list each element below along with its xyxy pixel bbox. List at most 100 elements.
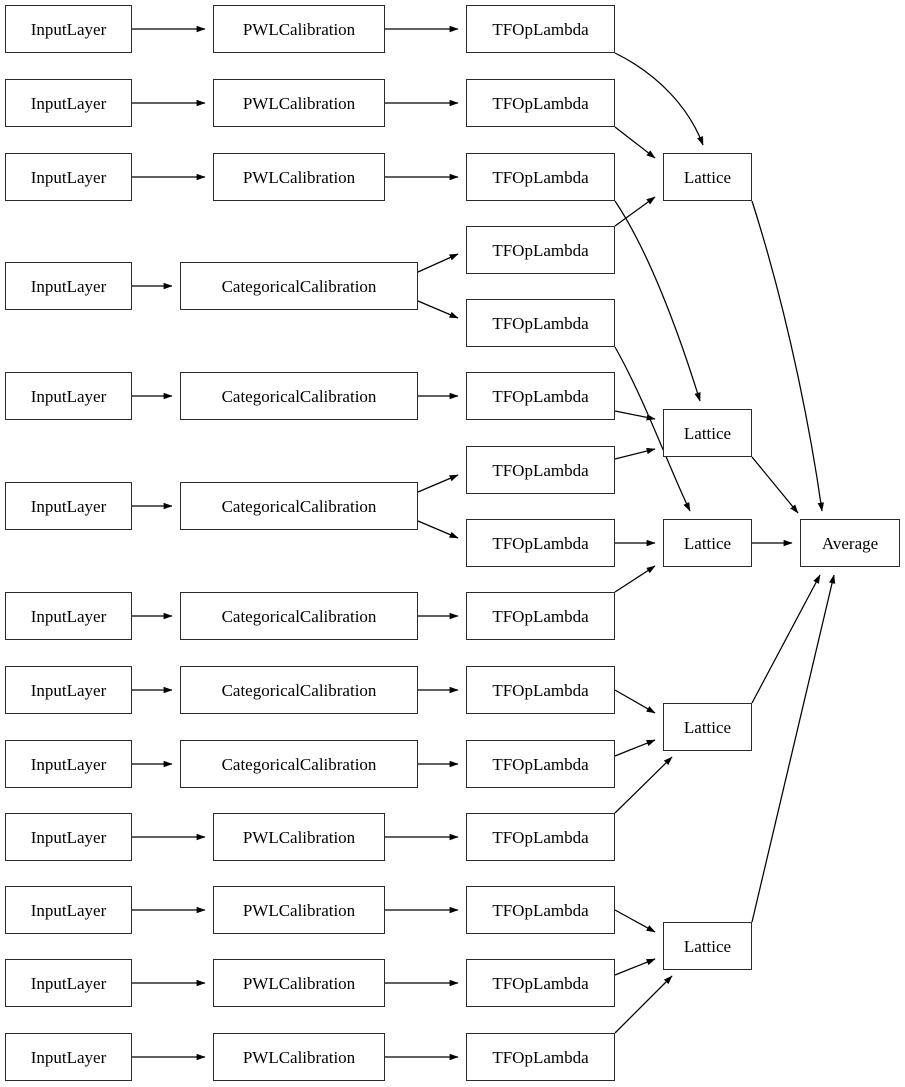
node-in2[interactable]: InputLayer [5,79,132,127]
edge-cal4-to-tf5 [417,300,459,319]
node-label: Lattice [683,533,732,553]
node-label: TFOpLambda [492,973,589,993]
edge-lat2-to-avg [751,456,799,514]
node-in13[interactable]: InputLayer [5,1033,132,1081]
edge-cal6-to-tf8 [417,520,459,539]
node-cal5[interactable]: CategoricalCalibration [180,372,418,420]
node-label: CategoricalCalibration [221,276,377,296]
node-in3[interactable]: InputLayer [5,153,132,201]
node-lat5[interactable]: Lattice [663,922,752,970]
edge-tf4-to-lat1 [614,196,656,227]
node-label: InputLayer [30,167,107,187]
node-in9[interactable]: InputLayer [5,740,132,788]
node-label: TFOpLambda [492,1047,589,1067]
edge-tf3-to-lat2 [614,200,701,402]
node-avg[interactable]: Average [800,519,900,567]
node-tf15[interactable]: TFOpLambda [466,1033,615,1081]
node-label: CategoricalCalibration [221,496,377,516]
node-label: TFOpLambda [492,167,589,187]
node-cal12[interactable]: PWLCalibration [213,959,385,1007]
node-tf8[interactable]: TFOpLambda [466,519,615,567]
node-tf14[interactable]: TFOpLambda [466,959,615,1007]
node-label: TFOpLambda [492,93,589,113]
node-cal11[interactable]: PWLCalibration [213,886,385,934]
edge-tf13-to-lat5 [614,909,656,933]
node-label: InputLayer [30,386,107,406]
node-in1[interactable]: InputLayer [5,5,132,53]
node-cal6[interactable]: CategoricalCalibration [180,482,418,530]
node-tf6[interactable]: TFOpLambda [466,372,615,420]
node-label: InputLayer [30,827,107,847]
node-in12[interactable]: InputLayer [5,959,132,1007]
node-label: PWLCalibration [242,900,356,920]
node-label: Lattice [683,167,732,187]
edge-lat5-to-avg [751,574,836,923]
node-cal8[interactable]: CategoricalCalibration [180,666,418,714]
node-lat3[interactable]: Lattice [663,519,752,567]
node-label: CategoricalCalibration [221,606,377,626]
edge-tf2-to-lat1 [614,126,656,159]
edge-tf15-to-lat5 [614,975,673,1034]
edge-lat4-to-avg [751,574,821,704]
node-lat4[interactable]: Lattice [663,703,752,751]
node-tf13[interactable]: TFOpLambda [466,886,615,934]
node-cal2[interactable]: PWLCalibration [213,79,385,127]
node-cal1[interactable]: PWLCalibration [213,5,385,53]
node-tf7[interactable]: TFOpLambda [466,446,615,494]
node-cal3[interactable]: PWLCalibration [213,153,385,201]
node-cal4[interactable]: CategoricalCalibration [180,262,418,310]
node-lat1[interactable]: Lattice [663,153,752,201]
node-label: TFOpLambda [492,827,589,847]
node-tf5[interactable]: TFOpLambda [466,299,615,347]
node-in6[interactable]: InputLayer [5,482,132,530]
node-label: InputLayer [30,93,107,113]
node-tf2[interactable]: TFOpLambda [466,79,615,127]
node-tf10[interactable]: TFOpLambda [466,666,615,714]
node-label: CategoricalCalibration [221,754,377,774]
node-in5[interactable]: InputLayer [5,372,132,420]
node-label: TFOpLambda [492,19,589,39]
node-cal9[interactable]: CategoricalCalibration [180,740,418,788]
node-cal13[interactable]: PWLCalibration [213,1033,385,1081]
node-tf1[interactable]: TFOpLambda [466,5,615,53]
node-label: TFOpLambda [492,460,589,480]
node-label: Lattice [683,717,732,737]
node-in8[interactable]: InputLayer [5,666,132,714]
node-tf9[interactable]: TFOpLambda [466,592,615,640]
node-label: PWLCalibration [242,973,356,993]
node-label: PWLCalibration [242,167,356,187]
node-label: CategoricalCalibration [221,386,377,406]
node-label: PWLCalibration [242,19,356,39]
node-label: InputLayer [30,606,107,626]
node-in10[interactable]: InputLayer [5,813,132,861]
edge-tf6-to-lat2 [614,410,656,421]
node-in7[interactable]: InputLayer [5,592,132,640]
edge-tf5-to-lat3 [614,346,691,512]
edge-tf12-to-lat4 [614,756,673,814]
node-tf11[interactable]: TFOpLambda [466,740,615,788]
node-label: InputLayer [30,276,107,296]
node-label: InputLayer [30,1047,107,1067]
edge-cal4-to-tf4 [417,253,459,273]
node-in4[interactable]: InputLayer [5,262,132,310]
edge-tf9-to-lat3 [614,565,656,593]
node-label: TFOpLambda [492,240,589,260]
node-label: CategoricalCalibration [221,680,377,700]
node-tf4[interactable]: TFOpLambda [466,226,615,274]
node-tf12[interactable]: TFOpLambda [466,813,615,861]
node-label: TFOpLambda [492,754,589,774]
edge-tf10-to-lat4 [614,689,656,714]
node-label: InputLayer [30,973,107,993]
node-cal7[interactable]: CategoricalCalibration [180,592,418,640]
edge-paths [132,25,836,1061]
edge-lat1-to-avg [751,200,824,512]
node-tf3[interactable]: TFOpLambda [466,153,615,201]
node-label: InputLayer [30,496,107,516]
node-cal10[interactable]: PWLCalibration [213,813,385,861]
node-lat2[interactable]: Lattice [663,409,752,457]
node-in11[interactable]: InputLayer [5,886,132,934]
node-label: TFOpLambda [492,606,589,626]
node-label: PWLCalibration [242,1047,356,1067]
